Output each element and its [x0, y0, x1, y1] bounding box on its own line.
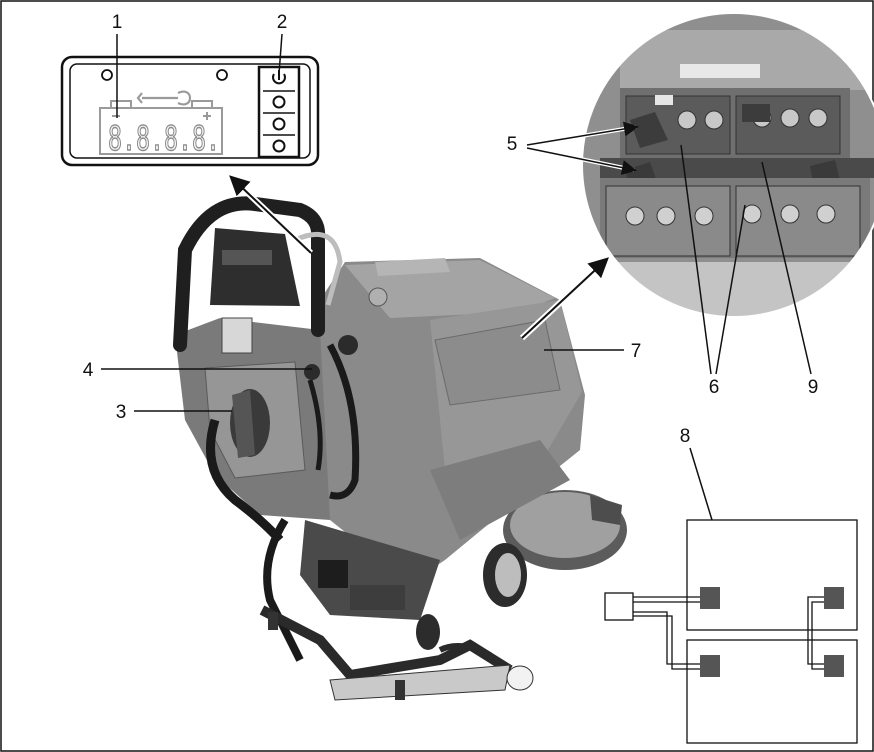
leader-9 — [761, 161, 812, 375]
floor-scrubber-machine — [173, 196, 627, 701]
leader-2 — [278, 33, 283, 75]
power-icon — [272, 73, 286, 85]
callout-3: 3 — [116, 402, 127, 423]
terminal-bottom-left — [700, 655, 720, 677]
callout-9: 9 — [808, 377, 819, 398]
callout-1: 1 — [112, 12, 123, 33]
battery-icon — [99, 100, 223, 155]
callout-8: 8 — [680, 426, 691, 447]
callout-6: 6 — [709, 377, 720, 398]
leader-6a — [680, 144, 712, 375]
terminal-bottom-right — [824, 655, 844, 677]
terminal-top-left — [700, 587, 720, 609]
wire-plug-to-bottom — [633, 611, 700, 665]
panel-inner — [69, 63, 311, 159]
callout-2: 2 — [277, 12, 288, 33]
panel-screw-right — [216, 69, 228, 81]
leader-6b — [715, 204, 746, 375]
callout-5: 5 — [507, 134, 518, 155]
panel-button-4 — [272, 139, 286, 153]
panel-screw-left — [101, 69, 113, 81]
callout-4: 4 — [83, 360, 94, 381]
control-panel-inset: 8.8.8.8. — [60, 55, 320, 167]
battery-wiring-diagram: 8 — [604, 426, 858, 744]
wire-series-link — [807, 596, 824, 665]
callout-7: 7 — [631, 341, 642, 362]
panel-button-3 — [272, 117, 286, 131]
wrench-icon — [136, 90, 192, 106]
panel-button-strip — [257, 65, 301, 159]
leader-8 — [689, 447, 713, 521]
connector-plug — [604, 592, 634, 621]
terminal-top-right — [824, 587, 844, 609]
battery-box-top — [686, 519, 858, 631]
panel-button-2 — [272, 95, 286, 109]
panel-display: 8.8.8.8. — [108, 119, 220, 159]
battery-photo-border — [581, 12, 874, 318]
